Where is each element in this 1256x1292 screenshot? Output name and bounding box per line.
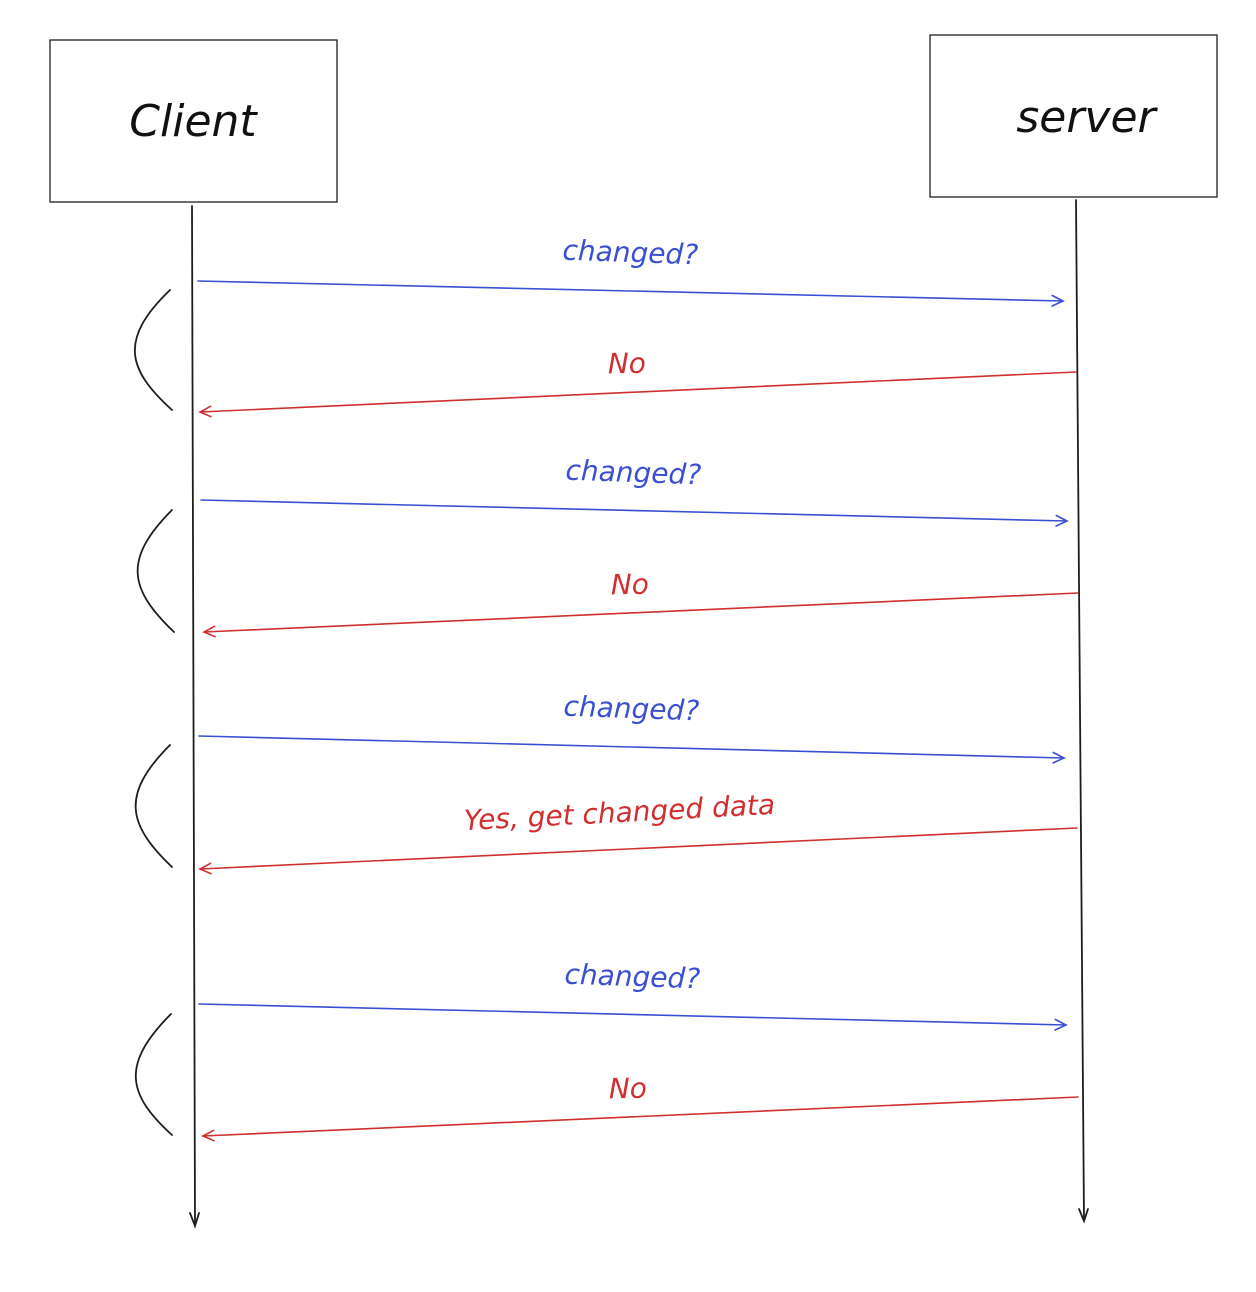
wait-curve: [134, 1013, 173, 1136]
request-message: changed?: [198, 690, 1066, 764]
message-line: [203, 592, 1079, 633]
messages: changed? No changed? No changed? Yes, get cha…: [197, 234, 1079, 1142]
message-arrowhead: [202, 625, 216, 638]
message-arrowhead: [1051, 294, 1065, 307]
request-message: changed?: [200, 454, 1069, 527]
wait-curve: [133, 289, 173, 411]
client-lifeline: [189, 205, 200, 1229]
client-lifeline-arrowhead: [189, 1212, 200, 1229]
response-message: Yes, get changed data: [198, 788, 1078, 875]
server-actor: server: [929, 34, 1218, 198]
client-actor: Client: [49, 39, 338, 203]
request-message: changed?: [197, 234, 1065, 307]
message-label: Yes, get changed data: [463, 788, 776, 837]
message-label: changed?: [562, 234, 699, 272]
wait-intervals: [133, 289, 175, 1136]
server-box: [929, 34, 1218, 198]
message-arrowhead: [1052, 751, 1066, 764]
message-arrowhead: [198, 862, 212, 875]
message-line: [198, 735, 1065, 759]
wait-curve: [136, 509, 175, 633]
request-message: changed?: [198, 958, 1068, 1031]
server-lifeline-arrowhead: [1078, 1208, 1089, 1224]
response-message: No: [202, 568, 1079, 638]
client-label: Client: [129, 96, 258, 147]
message-line: [199, 371, 1077, 413]
message-arrowhead: [1054, 1018, 1068, 1031]
message-label: No: [609, 1072, 648, 1106]
message-arrowhead: [201, 1129, 215, 1142]
message-label: No: [608, 347, 647, 381]
wait-curve: [134, 744, 173, 868]
message-line: [197, 280, 1064, 302]
response-message: No: [201, 1072, 1079, 1142]
message-arrowhead: [198, 405, 212, 418]
message-arrowhead: [1055, 514, 1069, 527]
message-label: changed?: [563, 690, 700, 728]
response-message: No: [198, 347, 1077, 418]
message-label: changed?: [564, 958, 701, 996]
client-box: [49, 39, 338, 203]
server-lifeline: [1075, 199, 1089, 1224]
message-line: [199, 827, 1078, 870]
message-line: [198, 1003, 1067, 1026]
message-label: changed?: [565, 454, 702, 492]
message-label: No: [611, 568, 650, 602]
server-label: server: [1016, 92, 1158, 143]
message-line: [200, 499, 1068, 522]
message-line: [202, 1096, 1079, 1137]
